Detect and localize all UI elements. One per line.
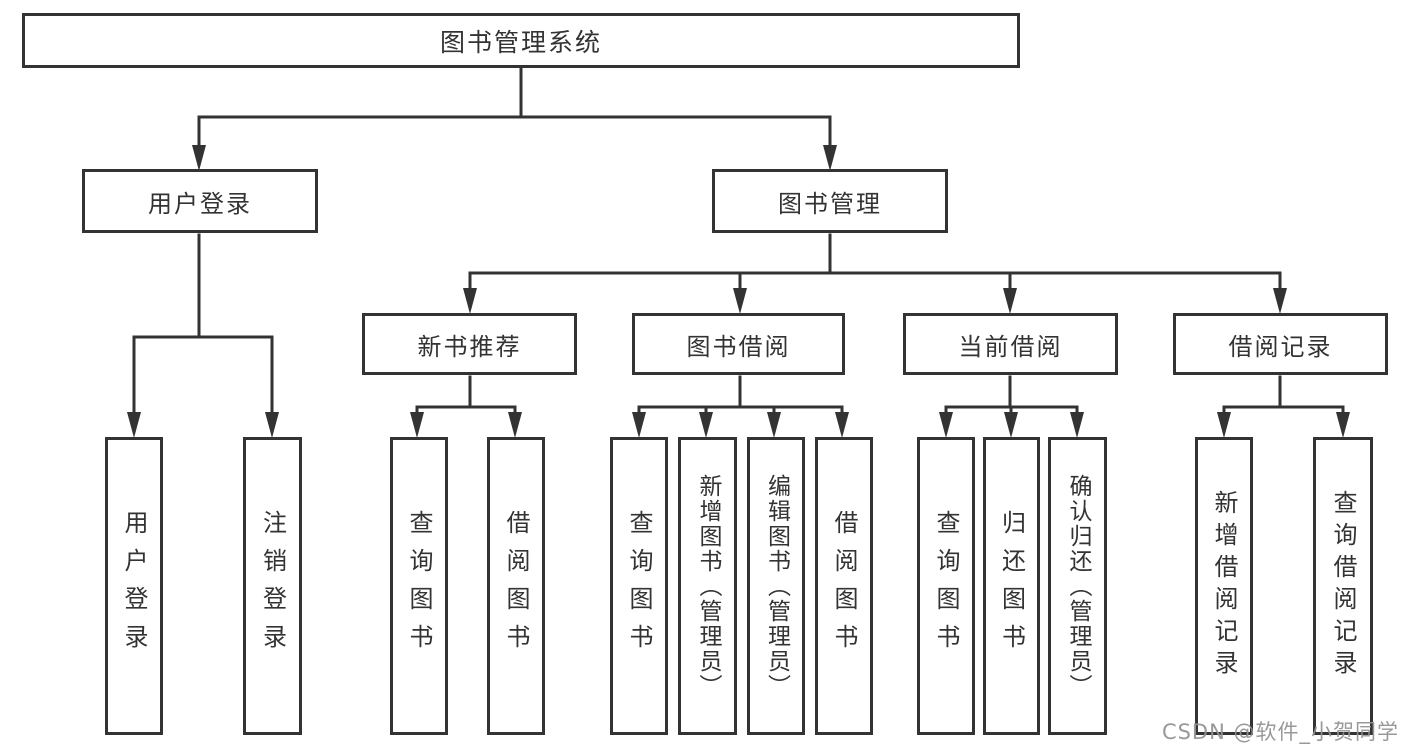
node-root-label: 图书管理系统 bbox=[439, 27, 602, 57]
node-new-book-recommendation: 新书推荐 bbox=[362, 313, 577, 375]
branch-user-login: 用户登录 bbox=[82, 169, 318, 233]
leaf-confirm-return-admin: 确认归还（管理员） bbox=[1048, 437, 1107, 735]
node-root: 图书管理系统 bbox=[22, 13, 1020, 68]
arrow-down-icons bbox=[127, 145, 1350, 438]
leaf-user-login: 用户登录 bbox=[105, 437, 163, 735]
node-new-book-recommendation-label: 新书推荐 bbox=[417, 332, 522, 361]
leaf-query-books-current-label: 查询图书 bbox=[932, 510, 960, 662]
connector-lines bbox=[132, 66, 1345, 418]
leaf-query-books-borrowing: 查询图书 bbox=[610, 437, 668, 735]
leaf-borrow-books-borrowing-label: 借阅图书 bbox=[830, 510, 858, 662]
leaf-edit-book-admin-label: 编辑图书（管理员） bbox=[763, 473, 790, 699]
leaf-add-book-admin: 新增图书（管理员） bbox=[678, 437, 737, 735]
leaf-confirm-return-admin-label: 确认归还（管理员） bbox=[1065, 473, 1091, 699]
leaf-add-borrow-record: 新增借阅记录 bbox=[1195, 437, 1253, 735]
leaf-edit-book-admin: 编辑图书（管理员） bbox=[747, 437, 805, 735]
node-current-borrowing: 当前借阅 bbox=[903, 313, 1118, 375]
leaf-return-books: 归还图书 bbox=[983, 437, 1040, 735]
leaf-logout-login-label: 注销登录 bbox=[258, 510, 287, 662]
leaf-query-books-recommend: 查询图书 bbox=[390, 437, 448, 735]
branch-user-login-label: 用户登录 bbox=[148, 189, 252, 218]
node-current-borrowing-label: 当前借阅 bbox=[958, 332, 1063, 361]
node-book-borrowing-label: 图书借阅 bbox=[686, 332, 791, 361]
watermark: CSDN @软件_小贺同学 bbox=[1161, 720, 1399, 744]
leaf-add-book-admin-label: 新增图书（管理员） bbox=[695, 473, 721, 699]
leaf-return-books-label: 归还图书 bbox=[997, 510, 1026, 662]
leaf-borrow-books-borrowing: 借阅图书 bbox=[815, 437, 873, 735]
branch-book-management-label: 图书管理 bbox=[778, 189, 882, 218]
node-borrowing-records: 借阅记录 bbox=[1173, 313, 1388, 375]
leaf-borrow-books-recommend: 借阅图书 bbox=[487, 437, 545, 735]
leaf-query-books-recommend-label: 查询图书 bbox=[405, 510, 433, 662]
leaf-query-books-borrowing-label: 查询图书 bbox=[625, 510, 653, 662]
leaf-logout-login: 注销登录 bbox=[243, 437, 302, 735]
leaf-borrow-books-recommend-label: 借阅图书 bbox=[502, 510, 530, 662]
branch-book-management: 图书管理 bbox=[712, 169, 948, 233]
leaf-add-borrow-record-label: 新增借阅记录 bbox=[1210, 490, 1238, 682]
leaf-query-borrow-record-label: 查询借阅记录 bbox=[1329, 490, 1357, 682]
leaf-query-borrow-record: 查询借阅记录 bbox=[1313, 437, 1373, 735]
node-borrowing-records-label: 借阅记录 bbox=[1228, 332, 1333, 361]
leaf-query-books-current: 查询图书 bbox=[917, 437, 975, 735]
node-book-borrowing: 图书借阅 bbox=[632, 313, 845, 375]
leaf-user-login-label: 用户登录 bbox=[120, 510, 148, 662]
